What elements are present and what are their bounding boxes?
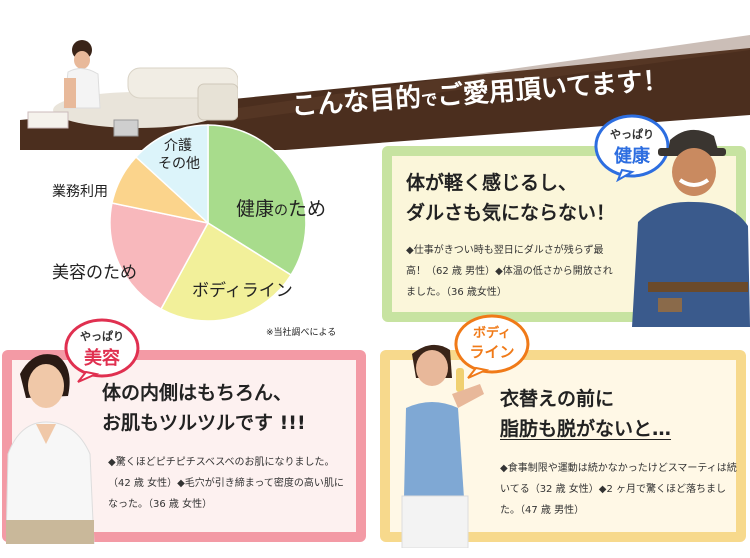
bodyline-person-photo [401,344,484,548]
slice-body [159,221,293,322]
slice-kaigo [134,124,209,225]
pie-label-biyou: 美容のため [52,263,137,283]
health-tag-bubble [594,114,670,182]
pie-label-kaigo: 介護その他 [158,138,200,172]
beauty-testimonials: ◆驚くほどピチピチスベスベのお肌になりました。（42 歳 女性）◆毛穴が引き締ま… [108,457,344,510]
bodyline-tag-bubble [454,314,530,379]
bodyline-headline: 衣替えの前に 脂肪も脱がないと… [500,388,672,440]
beauty-tag-bubble [64,318,140,383]
beauty-person-photo [6,354,95,544]
product-photo [27,40,238,137]
slice-biyou [109,202,210,311]
bodyline-tag-text: ボディ ライン [469,326,515,361]
survey-note: ※当社調べによる [266,328,337,338]
pie-label-kenkou: 健康のため [236,198,327,220]
health-headline: 体が軽く感じるし、 ダルさも気にならない！ [406,172,616,224]
pie-label-body: ボディライン [192,281,293,301]
health-tag-text: やっぱり 健康 [610,128,654,167]
bodyline-testimonials: ◆食事制限や運動は続かなかったけどスマーティは続いてる（32 歳 女性）◆2 ヶ… [500,463,737,516]
health-person-photo [632,129,750,327]
health-testimonials: ◆仕事がきつい時も翌日にダルさが残らず最高！（62 歳 男性）◆体温の低さから開… [406,245,613,298]
usage-pie-chart [109,124,307,322]
beauty-headline: 体の内側はもちろん、 お肌もツルツルです !!! [102,382,306,434]
pie-label-gyoumu: 業務利用 [52,184,108,200]
beauty-tag-text: やっぱり 美容 [80,330,124,369]
